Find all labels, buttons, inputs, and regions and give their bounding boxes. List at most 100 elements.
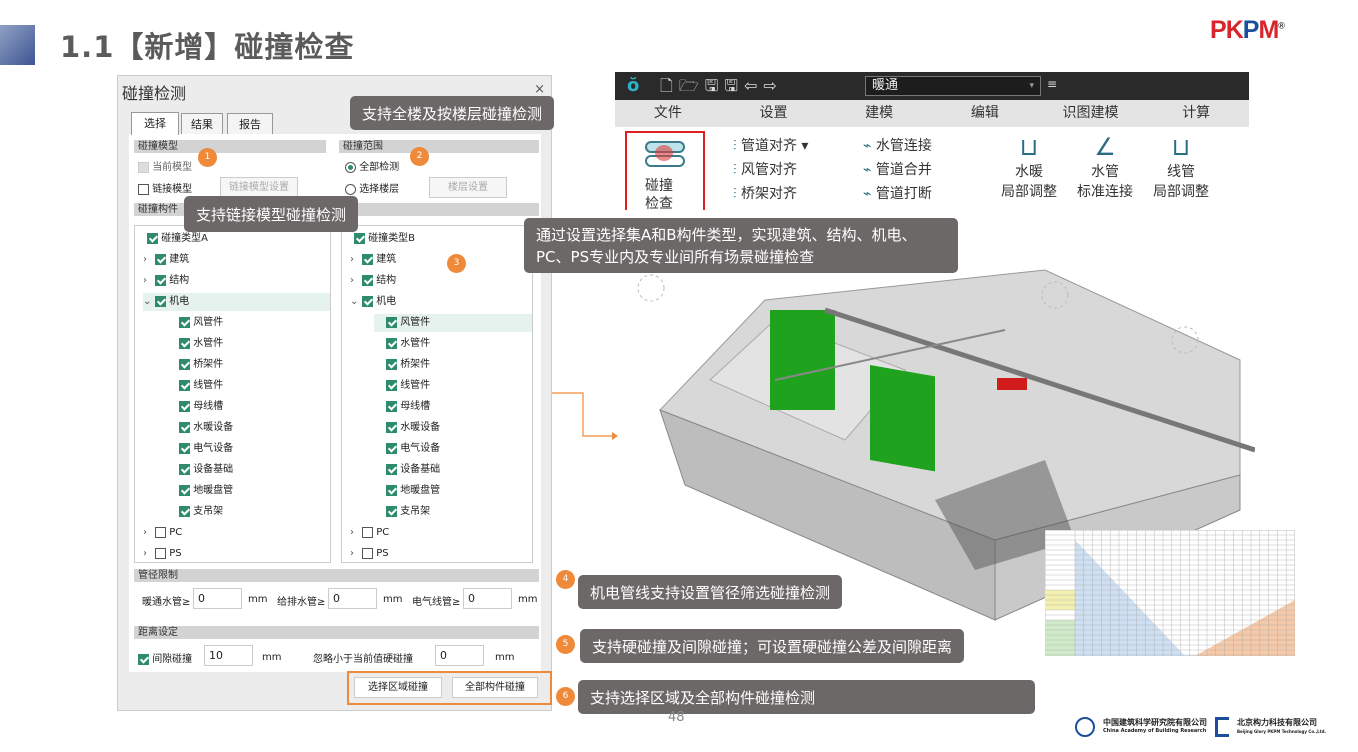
checkbox[interactable] xyxy=(155,295,166,307)
pipe-standard-connect-button[interactable]: ∠水管标准连接 xyxy=(1077,133,1133,200)
tree-item[interactable]: 设备基础 xyxy=(374,461,532,479)
chevron-icon[interactable]: › xyxy=(143,254,147,265)
tree-item[interactable]: 风管件 xyxy=(167,314,330,332)
checkbox[interactable] xyxy=(155,274,166,286)
all-check-radio[interactable]: 全部检测 xyxy=(345,158,399,173)
tree-item[interactable]: 水管件 xyxy=(374,335,532,353)
discipline-select[interactable]: 暖通▾ xyxy=(865,76,1041,96)
tree-item[interactable]: 碰撞类型B xyxy=(342,230,532,248)
chevron-icon[interactable]: ⌄ xyxy=(143,296,152,307)
checkbox[interactable] xyxy=(386,442,397,454)
duct-align-button[interactable]: ⫶ 风管对齐 xyxy=(733,162,797,178)
pipe-break-button[interactable]: ⌁ 管道打断 xyxy=(863,186,932,202)
gap-clash-checkbox[interactable]: 间隙碰撞 xyxy=(138,650,192,665)
checkbox[interactable] xyxy=(362,253,373,265)
checkbox[interactable] xyxy=(362,295,373,307)
water-pipe-connect-button[interactable]: ⌁ 水管连接 xyxy=(863,138,932,154)
chevron-icon[interactable]: › xyxy=(350,527,354,538)
checkbox[interactable] xyxy=(354,232,365,244)
drain-pipe-input[interactable]: 0 xyxy=(328,588,377,609)
checkbox[interactable] xyxy=(362,274,373,286)
tree-item[interactable]: 支吊架 xyxy=(167,503,330,521)
chevron-icon[interactable]: › xyxy=(143,548,147,559)
chevron-icon[interactable]: › xyxy=(143,527,147,538)
tab-result[interactable]: 结果 xyxy=(181,113,223,135)
ignore-input[interactable]: 0 xyxy=(435,645,484,666)
checkbox[interactable] xyxy=(179,484,190,496)
checkbox[interactable] xyxy=(147,232,158,244)
checkbox[interactable] xyxy=(155,253,166,265)
link-model-checkbox[interactable]: 链接模型 xyxy=(138,180,192,195)
elec-pipe-input[interactable]: 0 xyxy=(463,588,512,609)
tree-item[interactable]: 水管件 xyxy=(167,335,330,353)
select-floor-radio[interactable]: 选择楼层 xyxy=(345,180,399,195)
tree-item[interactable]: 支吊架 xyxy=(374,503,532,521)
tree-item[interactable]: › PS xyxy=(350,545,532,563)
gap-input[interactable]: 10 xyxy=(204,645,253,666)
tree-item[interactable]: 地暖盘管 xyxy=(374,482,532,500)
tree-item[interactable]: 设备基础 xyxy=(167,461,330,479)
checkbox[interactable] xyxy=(179,400,190,412)
checkbox[interactable] xyxy=(179,421,190,433)
tree-item[interactable]: 线管件 xyxy=(167,377,330,395)
checkbox[interactable] xyxy=(386,421,397,433)
tree-item[interactable]: 碰撞类型A xyxy=(135,230,330,248)
checkbox[interactable] xyxy=(179,358,190,370)
menu-modeling[interactable]: 建模 xyxy=(865,105,894,121)
customize-icon[interactable]: ≡ xyxy=(1047,77,1058,91)
tray-align-button[interactable]: ⫶ 桥架对齐 xyxy=(733,186,797,202)
tree-item[interactable]: › PC xyxy=(143,524,330,542)
tree-item[interactable]: 水暖设备 xyxy=(374,419,532,437)
checkbox[interactable] xyxy=(386,400,397,412)
chevron-icon[interactable]: › xyxy=(350,548,354,559)
checkbox[interactable] xyxy=(386,379,397,391)
link-model-settings-button[interactable]: 链接模型设置 xyxy=(220,177,298,198)
tree-item[interactable]: › PC xyxy=(350,524,532,542)
tree-item[interactable]: 风管件 xyxy=(374,314,532,332)
pipe-merge-button[interactable]: ⌁ 管道合并 xyxy=(863,162,932,178)
menu-file[interactable]: 文件 xyxy=(653,105,682,121)
menu-calc[interactable]: 计算 xyxy=(1182,105,1211,121)
checkbox[interactable] xyxy=(179,337,190,349)
tree-item[interactable]: › 建筑 xyxy=(350,251,532,269)
tree-item[interactable]: 桥架件 xyxy=(374,356,532,374)
clash-check-button[interactable]: 碰撞 检查 xyxy=(625,131,705,213)
floor-settings-button[interactable]: 楼层设置 xyxy=(429,177,507,198)
tree-item[interactable]: 桥架件 xyxy=(167,356,330,374)
menu-recognize[interactable]: 识图建模 xyxy=(1062,105,1119,121)
close-icon[interactable]: × xyxy=(534,82,545,97)
chevron-icon[interactable]: ⌄ xyxy=(350,296,359,307)
tree-item[interactable]: 电气设备 xyxy=(167,440,330,458)
tab-select[interactable]: 选择 xyxy=(131,112,179,135)
chevron-icon[interactable]: › xyxy=(350,275,354,286)
file-toolbar-icons[interactable]: 🗋🗁🖫🖫⇦⇨ xyxy=(660,76,783,95)
checkbox[interactable] xyxy=(179,505,190,517)
chevron-icon[interactable]: › xyxy=(143,275,147,286)
menu-settings[interactable]: 设置 xyxy=(759,105,788,121)
checkbox[interactable] xyxy=(386,316,397,328)
select-region-clash-button[interactable]: 选择区域碰撞 xyxy=(354,677,442,698)
checkbox[interactable] xyxy=(386,484,397,496)
checkbox[interactable] xyxy=(386,463,397,475)
checkbox[interactable] xyxy=(179,379,190,391)
chevron-icon[interactable]: › xyxy=(350,254,354,265)
checkbox[interactable] xyxy=(386,505,397,517)
tree-item[interactable]: 母线槽 xyxy=(374,398,532,416)
tree-item[interactable]: 母线槽 xyxy=(167,398,330,416)
menu-edit[interactable]: 编辑 xyxy=(970,105,999,121)
checkbox[interactable] xyxy=(386,337,397,349)
checkbox[interactable] xyxy=(362,547,373,559)
tree-item[interactable]: ⌄ 机电 xyxy=(143,293,330,311)
checkbox[interactable] xyxy=(155,547,166,559)
checkbox[interactable] xyxy=(362,526,373,538)
hvac-pipe-input[interactable]: 0 xyxy=(193,588,242,609)
pipe-align-button[interactable]: ⫶ 管道对齐 ▾ xyxy=(733,138,809,154)
tree-item[interactable]: › 结构 xyxy=(350,272,532,290)
checkbox[interactable] xyxy=(179,316,190,328)
tab-report[interactable]: 报告 xyxy=(227,113,273,135)
tree-item[interactable]: 线管件 xyxy=(374,377,532,395)
checkbox[interactable] xyxy=(155,526,166,538)
tree-item[interactable]: 地暖盘管 xyxy=(167,482,330,500)
tree-item[interactable]: 水暖设备 xyxy=(167,419,330,437)
checkbox[interactable] xyxy=(179,463,190,475)
